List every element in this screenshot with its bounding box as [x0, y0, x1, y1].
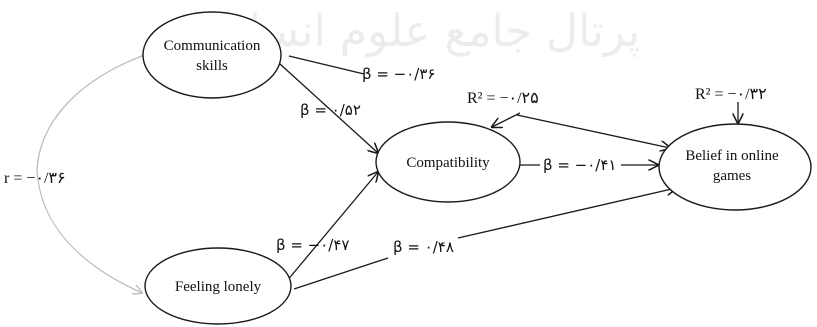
- path-lonely-belief-a: [293, 257, 389, 290]
- beta-comm-compat: β = ۰/۵۲: [300, 101, 361, 119]
- node-belief-online-games: Belief in online games: [658, 123, 812, 211]
- path-comm-belief-stub: [288, 55, 365, 75]
- node-lonely-label: Feeling lonely: [175, 279, 262, 295]
- r2-compat: R² = −۰/۲۵: [467, 90, 539, 107]
- node-communication-line2: skills: [196, 58, 228, 74]
- path-lonely-compat: [285, 172, 378, 283]
- path-comm-compat: [279, 63, 378, 153]
- correlation-arc: [36, 56, 142, 293]
- beta-lonely-compat: β = −۰/۴۷: [276, 236, 349, 254]
- path-lonely-belief-b: [457, 188, 676, 239]
- node-compatibility: Compatibility: [375, 121, 521, 203]
- node-feeling-lonely: Feeling lonely: [144, 247, 292, 325]
- node-belief-line2: games: [713, 168, 751, 184]
- node-communication-skills: Communication skills: [142, 11, 282, 99]
- beta-compat-belief: β = −۰/۴۱: [543, 156, 616, 174]
- correlation-label: r = −۰/۳۶: [4, 170, 66, 187]
- node-compatibility-label: Compatibility: [406, 155, 490, 171]
- node-belief-line1: Belief in online: [685, 148, 779, 164]
- beta-comm-belief: β = −۰/۳۶: [362, 65, 435, 83]
- path-r2-to-belief: [516, 114, 670, 148]
- path-r2-to-compat: [492, 112, 521, 127]
- beta-lonely-belief: β = ۰/۴۸: [393, 238, 454, 256]
- node-communication-line1: Communication: [164, 38, 261, 54]
- r2-belief: R² = −۰/۳۲: [695, 86, 767, 103]
